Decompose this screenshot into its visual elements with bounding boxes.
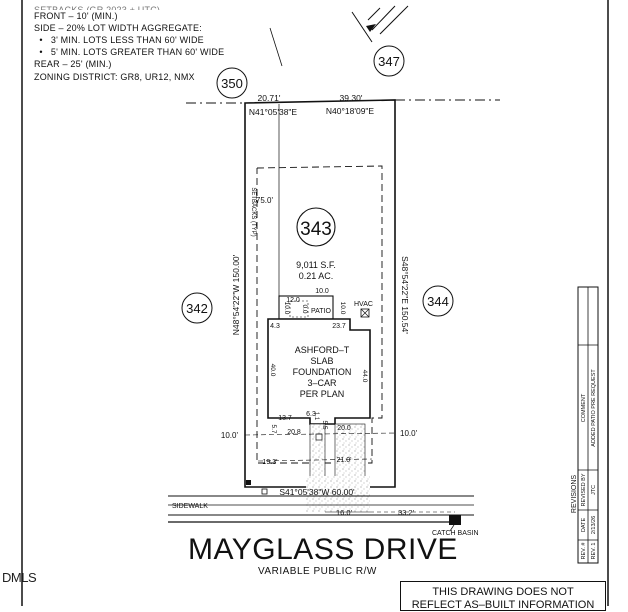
neighbor-lot-342: 342 — [186, 301, 208, 316]
dim-offset: 4.3 — [270, 323, 280, 330]
corner-marker — [261, 488, 268, 495]
hvac-unit — [360, 308, 370, 318]
house-footprint — [267, 318, 371, 425]
setbacks-typ-label: SETBACKS (TYP) — [250, 187, 256, 236]
lot-area-sf: 9,011 S.F. — [296, 260, 336, 270]
front-setback-dim-line — [244, 432, 396, 436]
lot-number: 343 — [300, 219, 332, 240]
rev-row-date: 2/13/26 — [591, 516, 597, 534]
dim-patio-right: 10.0 — [339, 302, 346, 315]
front-setback-right: 10.0' — [400, 429, 418, 438]
dim-depth-left: 40.0 — [269, 364, 276, 377]
sidewalk-label: SIDEWALK — [172, 503, 208, 510]
neighbor-lot-line — [269, 27, 283, 67]
dim-walk: 5.5 — [321, 420, 328, 429]
bottom-bearing: S41°05'38"W 60.00' — [279, 487, 355, 497]
lot-boundary — [244, 99, 396, 488]
dim-patio-inner: 0.0 — [301, 304, 308, 313]
dim-patio-left: 10.0 — [283, 302, 290, 315]
neighbor-lot-circle — [216, 67, 248, 99]
dim-drive-top: 20.0 — [337, 425, 351, 432]
revisions-table: REVISIONS REV. # DATE REVISED BY COMMENT… — [571, 286, 599, 564]
note-rear: REAR – 25' (MIN.) — [34, 59, 112, 69]
watermark-logo: DMLS — [2, 570, 37, 585]
disclaimer-line-1: THIS DRAWING DOES NOT — [432, 586, 574, 598]
neighbor-lot-347: 347 — [378, 54, 400, 69]
house-foundation-1: SLAB — [310, 356, 333, 366]
catch-basin-symbol — [449, 515, 461, 525]
driveway-apron — [306, 476, 370, 512]
patio-label: PATIO — [311, 308, 332, 315]
dim-step-1: 1.1 — [313, 412, 319, 421]
neighbor-lot-circle — [181, 292, 213, 324]
patio-dim-box — [289, 300, 309, 318]
rev-header-comment: COMMENT — [581, 393, 587, 422]
rear-setback-label: 75.0' — [256, 196, 274, 205]
dim-patio-width: 12.0 — [286, 297, 300, 304]
notes-heading: SETBACKS (GR 2023 + UTC) — [34, 5, 161, 10]
dim-step-6: 6.3 — [306, 411, 316, 418]
dim-drive-bottom: 21.0' — [337, 457, 352, 464]
walk-dim: 16.0' — [336, 508, 353, 517]
curb-dim: 33.2' — [398, 508, 415, 517]
top-left-distance: 20.71' — [258, 93, 281, 103]
street-name: MAYGLASS DRIVE — [188, 533, 458, 566]
house-garage: 3–CAR — [307, 378, 337, 388]
dim-front: 20.8 — [287, 429, 301, 436]
front-setback-left: 10.0' — [221, 431, 239, 440]
note-side-a-text: 3' MIN. LOTS LESS THAN 60' WIDE — [50, 35, 204, 45]
top-right-distance: 39.30' — [340, 93, 363, 103]
dim-width: 23.7 — [332, 323, 346, 330]
rev-row-revised-by: JTC — [591, 485, 597, 495]
rev-header-date: DATE — [581, 518, 587, 533]
house-per-plan: PER PLAN — [300, 389, 345, 399]
left-bearing: N48°54'22"W 150.00' — [231, 254, 241, 335]
dim-patio-top: 10.0 — [315, 288, 329, 295]
lot-area-ac: 0.21 AC. — [299, 271, 334, 281]
neighbor-lot-350: 350 — [221, 76, 243, 91]
note-side-a: • 3' MIN. LOTS LESS THAN 60' WIDE — [34, 35, 204, 45]
right-bearing: S48°54'22"E 150.54' — [400, 256, 410, 334]
hvac-label: HVAC — [354, 301, 373, 308]
note-front: FRONT – 10' (MIN.) — [34, 11, 118, 21]
corner-marker — [246, 480, 251, 485]
house-foundation-2: FOUNDATION — [293, 367, 352, 377]
setback-line — [256, 165, 383, 464]
side-setback-label: 19.3' — [263, 459, 278, 466]
side-setback-dim-line — [257, 458, 373, 462]
note-zoning: ZONING DISTRICT: GR8, UR12, NMX — [34, 72, 195, 82]
note-side: SIDE – 20% LOT WIDTH AGGREGATE: — [34, 23, 202, 33]
dim-side: 5.7 — [270, 424, 277, 433]
neighbor-lot-circle — [373, 45, 405, 77]
meter-box — [315, 433, 323, 441]
setback-notes: SETBACKS (GR 2023 + UTC) FRONT – 10' (MI… — [34, 5, 225, 83]
note-side-b-text: 5' MIN. LOTS GREATER THAN 60' WIDE — [50, 47, 225, 57]
lot-number-circle — [296, 207, 336, 247]
rev-row-number: REV. 1 — [591, 543, 597, 560]
revisions-title: REVISIONS — [571, 475, 578, 513]
catch-basin-label: CATCH BASIN — [432, 530, 479, 537]
top-left-bearing: N41°05'38"E — [249, 107, 298, 117]
dim-depth-right: 44.0 — [361, 370, 368, 383]
house-plan-name: ASHFORD–T — [295, 345, 350, 355]
top-right-bearing: N40°18'09"E — [326, 106, 375, 116]
rev-row-comment: ADDED PATIO PRE REQUEST — [591, 369, 597, 447]
neighbor-lot-344: 344 — [427, 294, 449, 309]
north-arrow-icon — [351, 5, 409, 43]
street-row-label: VARIABLE PUBLIC R/W — [258, 566, 377, 577]
note-side-b: • 5' MIN. LOTS GREATER THAN 60' WIDE — [34, 47, 225, 57]
neighbor-lot-circle — [422, 285, 454, 317]
rev-header-number: REV. # — [581, 542, 587, 560]
dim-step-width: 13.7 — [278, 415, 292, 422]
disclaimer-box: THIS DRAWING DOES NOT REFLECT AS–BUILT I… — [400, 581, 606, 611]
rev-header-revised-by: REVISED BY — [581, 473, 587, 506]
